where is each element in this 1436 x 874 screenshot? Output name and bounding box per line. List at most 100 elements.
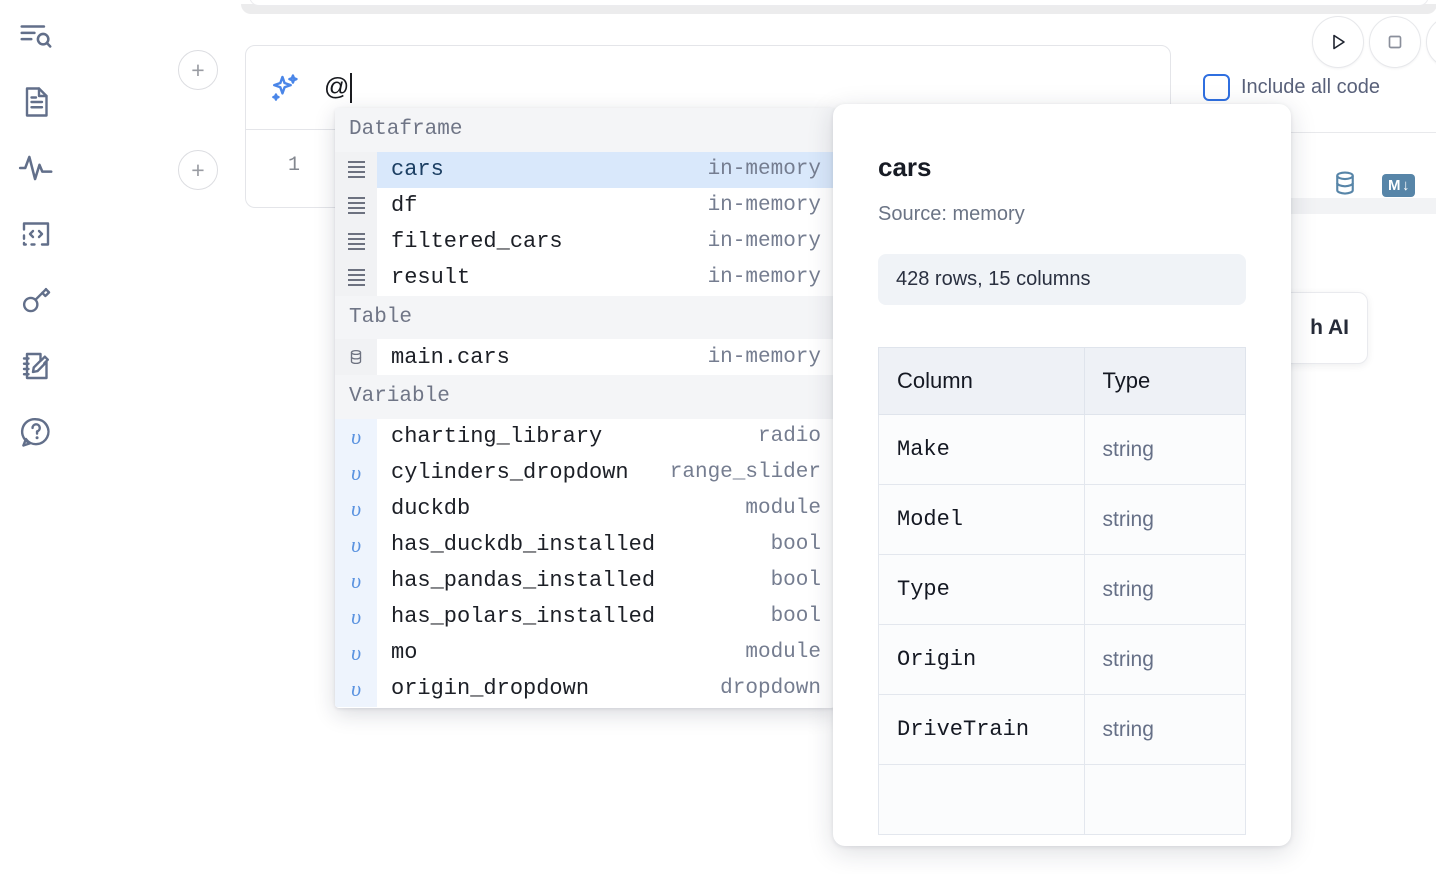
ai-prompt-input[interactable]: @ [324,73,350,101]
autocomplete-item-meta: in-memory [707,230,821,253]
autocomplete-item-meta: bool [770,605,821,628]
stop-button[interactable] [1369,16,1421,68]
run-button[interactable] [1312,16,1364,68]
autocomplete-item[interactable]: υ origin_dropdown dropdown [335,670,835,707]
dataframe-rows-icon [347,233,365,250]
sparkle-ai-icon [268,71,302,105]
document-icon[interactable] [14,80,58,124]
add-cell-button-top[interactable]: + [178,50,218,90]
variable-icon: υ [350,531,362,557]
markdown-arrow: ↓ [1402,177,1410,194]
include-all-code-checkbox[interactable] [1203,74,1230,101]
ai-prompt-input-wrap[interactable]: @ [302,46,1170,129]
autocomplete-item-meta: dropdown [720,677,821,700]
text-cursor [350,72,353,103]
dataframe-rows-icon [347,269,365,286]
autocomplete-item-name: main.cars [391,344,510,370]
autocomplete-item-name: origin_dropdown [391,676,590,701]
autocomplete-item-meta: in-memory [707,158,821,181]
database-icon[interactable] [1330,168,1360,203]
table-header-row: Column Type [878,347,1247,415]
autocomplete-item[interactable]: υ charting_library radio [335,418,835,455]
table-cell-column: Model [878,484,1085,555]
include-all-code-label: Include all code [1241,76,1380,98]
autocomplete-item-icon: υ [335,670,377,707]
autocomplete-item[interactable]: main.cars in-memory [335,339,835,375]
table-cell-column: Make [878,414,1085,485]
plus-icon: + [191,156,205,183]
explore-search-icon[interactable] [14,14,58,58]
dataframe-rows-icon [347,197,365,214]
autocomplete-item-meta: bool [770,569,821,592]
autocomplete-item-icon: υ [335,598,377,635]
cell-above-shadow [241,4,1436,14]
autocomplete-item-name: result [391,265,471,290]
autocomplete-item-name: has_polars_installed [391,604,656,629]
autocomplete-item[interactable]: cars in-memory [335,151,835,188]
database-icon [350,349,362,365]
cell-output-badges: M↓ [1330,168,1415,203]
autocomplete-item-meta: module [745,641,821,664]
autocomplete-item-meta: radio [757,425,821,448]
table-cell-type: string [1083,414,1247,485]
autocomplete-item-icon: υ [335,634,377,671]
help-chat-icon[interactable] [14,410,58,454]
markdown-letter: M [1388,177,1401,194]
autocomplete-item-name: has_duckdb_installed [391,532,656,557]
variable-icon: υ [350,603,362,629]
autocomplete-item-icon [335,223,377,260]
autocomplete-item[interactable]: υ has_duckdb_installed bool [335,526,835,563]
key-icon[interactable] [14,278,58,322]
autocomplete-item-icon [335,339,377,375]
autocomplete-item-icon: υ [335,562,377,599]
autocomplete-item-name: mo [391,640,418,665]
autocomplete-item-name: filtered_cars [391,229,563,254]
include-all-code-row[interactable]: Include all code [1203,74,1380,101]
more-actions-button[interactable] [1426,16,1436,68]
autocomplete-item[interactable]: υ has_pandas_installed bool [335,562,835,599]
table-cell-column: Type [878,554,1085,625]
autocomplete-item-icon: υ [335,454,377,491]
preview-shape-badge: 428 rows, 15 columns [878,254,1246,305]
preview-source: Source: memory [878,203,1025,225]
autocomplete-item-name: has_pandas_installed [391,568,656,593]
autocomplete-item-meta: in-memory [707,345,821,369]
activity-pulse-icon[interactable] [14,146,58,190]
table-cell-column: DriveTrain [878,694,1085,765]
autocomplete-section-header: Variable [335,375,835,419]
autocomplete-item-name: cylinders_dropdown [391,460,629,485]
autocomplete-item[interactable]: υ has_polars_installed bool [335,598,835,635]
markdown-icon[interactable]: M↓ [1382,174,1415,197]
autocomplete-item[interactable]: filtered_cars in-memory [335,223,835,260]
autocomplete-item-name: cars [391,157,444,182]
add-cell-button-bottom[interactable]: + [178,150,218,190]
variable-icon: υ [350,495,362,521]
cell-above [249,0,1429,6]
autocomplete-item-icon [335,151,377,188]
variable-icon: υ [350,567,362,593]
notebook-edit-icon[interactable] [14,344,58,388]
table-cell-column: Origin [878,624,1085,695]
code-brackets-icon[interactable] [14,212,58,256]
autocomplete-item-meta: bool [770,533,821,556]
autocomplete-item-name: charting_library [391,424,603,449]
autocomplete-item-icon [335,259,377,296]
preview-title: cars [878,152,932,182]
column-header-type: Type [1083,347,1247,415]
autocomplete-item-icon: υ [335,526,377,563]
variable-icon: υ [350,423,362,449]
table-cell-type: string [1083,624,1247,695]
line-number: 1 [287,154,300,177]
autocomplete-item-meta: module [745,497,821,520]
table-cell-type: string [1083,694,1247,765]
